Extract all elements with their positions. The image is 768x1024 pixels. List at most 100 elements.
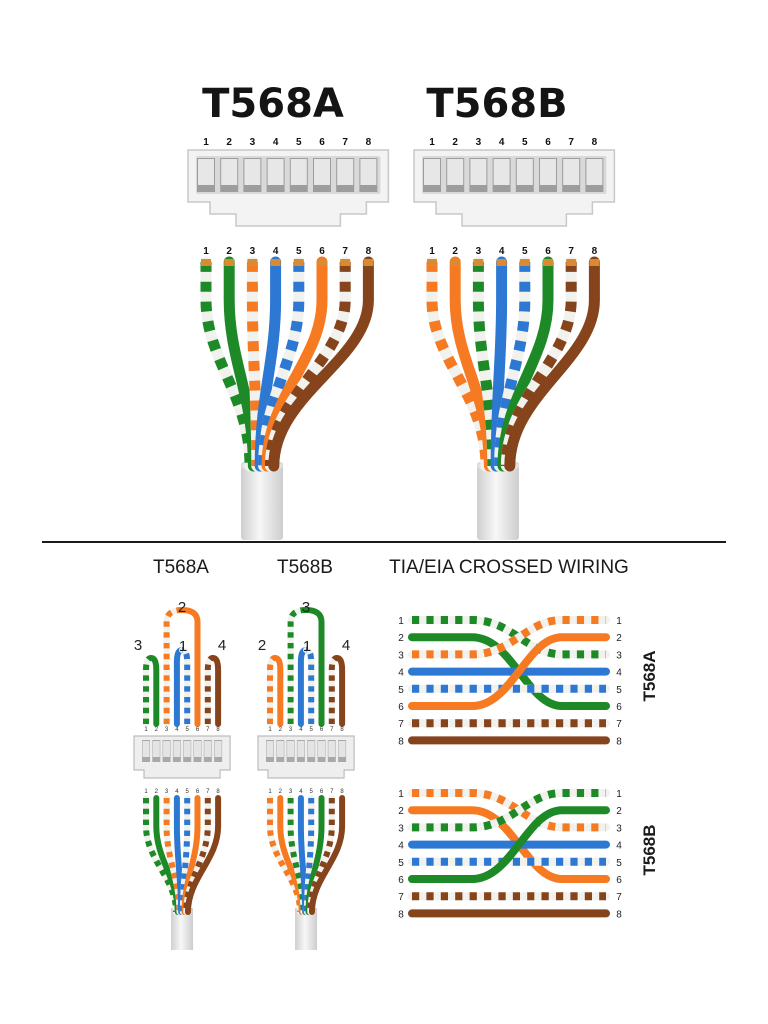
pin-number-8: 8: [366, 137, 372, 148]
left-row-1: 1: [398, 789, 404, 800]
small-pin-5: 5: [310, 727, 314, 733]
small-pin-4: 4: [299, 727, 303, 733]
wire-solid: [308, 795, 346, 915]
connector-contact: [221, 159, 238, 185]
wire-tip: [201, 259, 211, 266]
small-pin-lower-4: 4: [175, 789, 179, 795]
small-pin-lower-3: 3: [165, 789, 169, 795]
pin-number-1: 1: [203, 137, 209, 148]
pair-label-4: 4: [218, 637, 226, 654]
right-row-2: 2: [616, 806, 622, 817]
pin-number-4: 4: [499, 137, 505, 148]
pair-label-3: 3: [134, 637, 142, 654]
loop-wire-pin-7: [328, 655, 340, 727]
wire-stripe: [303, 798, 315, 913]
small-pin-lower-4: 4: [299, 789, 303, 795]
right-row-6: 6: [616, 702, 622, 713]
wire-stripe: [426, 262, 492, 467]
small-connector-contact: [338, 741, 346, 757]
wire-solid: [148, 655, 160, 727]
pair-label-2: 2: [178, 599, 186, 616]
wire-tip: [247, 259, 258, 266]
right-row-5: 5: [616, 858, 622, 869]
small-cable-jacket: [171, 908, 194, 950]
wire-tip: [317, 259, 327, 266]
loop-wire-pin-4: [173, 647, 186, 727]
left-row-3: 3: [398, 823, 404, 834]
wire-stripe: [264, 262, 351, 467]
wire-stripe: [287, 607, 307, 724]
connector-contact: [244, 159, 261, 185]
wire-tip: [496, 259, 507, 266]
bottom-title-t568b: T568B: [277, 557, 333, 578]
small-connector-contact: [183, 741, 191, 757]
small-connector-contact: [152, 741, 160, 757]
loop-wire-pin-3: [287, 607, 310, 727]
wire-pin-8: [268, 256, 374, 472]
pin-number-4: 4: [273, 137, 279, 148]
connector-contact: [540, 159, 556, 185]
left-row-5: 5: [398, 685, 404, 696]
wire-pin-8: [504, 256, 600, 472]
small-pin-6: 6: [196, 727, 200, 733]
small-pin-7: 7: [206, 727, 210, 733]
left-row-6: 6: [398, 875, 404, 886]
pin-number-5: 5: [296, 137, 302, 148]
connector-slot-area: [422, 156, 607, 194]
connector-slot-area: [196, 156, 381, 194]
wire-number-1: 1: [429, 246, 435, 257]
wire-stripe: [287, 798, 307, 913]
small-wire-pin-8: [184, 795, 222, 915]
wire-solid: [173, 647, 186, 727]
small-pin-5: 5: [186, 727, 190, 733]
small-pin-lower-7: 7: [330, 789, 334, 795]
wire-number-5: 5: [522, 246, 528, 257]
loop-wire-pin-1: [143, 655, 155, 727]
loop-wire-pin-8: [333, 655, 346, 727]
small-connector-contact: [194, 741, 201, 757]
small-pin-lower-2: 2: [279, 789, 283, 795]
crossed-label-t568b: T568B: [640, 824, 659, 875]
wire-tip: [566, 259, 577, 266]
right-row-7: 7: [616, 892, 622, 903]
wire-number-5: 5: [296, 246, 302, 257]
small-pin-lower-5: 5: [310, 789, 314, 795]
loop-wire-pin-8: [209, 655, 222, 727]
small-connector-contact: [204, 741, 212, 757]
right-row-4: 4: [616, 841, 622, 852]
wire-tip: [589, 259, 600, 266]
pin-number-2: 2: [452, 137, 458, 148]
wire-tip: [427, 259, 437, 266]
wire-stripe: [307, 798, 335, 913]
wire-number-4: 4: [499, 246, 505, 257]
connector-contact: [586, 159, 603, 185]
wire-tip: [473, 259, 484, 266]
wire-number-2: 2: [452, 246, 458, 257]
right-row-3: 3: [616, 650, 622, 661]
right-row-1: 1: [616, 616, 622, 627]
wire-tip: [270, 259, 281, 266]
connector-contact: [493, 159, 510, 185]
small-cable-jacket: [295, 908, 318, 950]
small-connector-contact: [276, 741, 284, 757]
wire-solid: [303, 607, 325, 727]
wire-number-1: 1: [203, 246, 209, 257]
right-row-7: 7: [616, 719, 622, 730]
right-row-4: 4: [616, 668, 622, 679]
wire-tip: [450, 259, 461, 266]
connector-contact: [424, 159, 440, 185]
crossed-wire-6: [408, 633, 610, 710]
left-row-7: 7: [398, 892, 404, 903]
right-row-8: 8: [616, 909, 622, 920]
loop-wire-pin-7: [204, 655, 216, 727]
small-pin-8: 8: [216, 727, 220, 733]
loop-wire-pin-2: [272, 655, 284, 727]
loop-wire-pin-5: [303, 647, 315, 727]
connector-contact: [360, 159, 377, 185]
connector-contact: [470, 159, 487, 185]
wire-stripe: [179, 798, 191, 913]
wire-solid: [408, 806, 610, 883]
